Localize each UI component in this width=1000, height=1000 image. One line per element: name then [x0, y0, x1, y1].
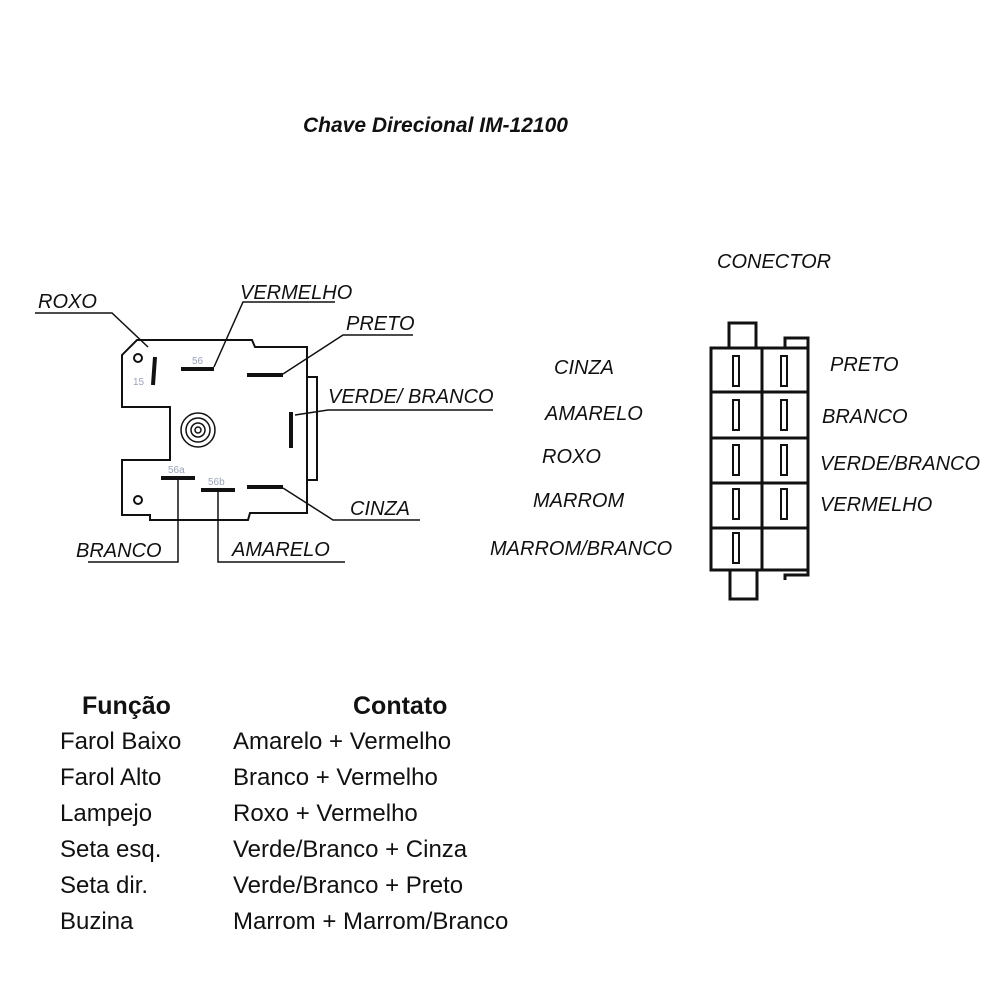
function-cell: Seta esq. — [60, 836, 162, 863]
label-roxo: ROXO — [38, 291, 97, 313]
switch-body — [121, 339, 318, 521]
label-vermelho: VERMELHO — [240, 282, 352, 304]
contact-cell: Roxo + Vermelho — [233, 800, 418, 827]
contact-cell: Marrom + Marrom/Branco — [233, 908, 509, 935]
contact-cell: Verde/Branco + Preto — [233, 872, 464, 899]
table-row: Buzina Marrom + Marrom/Branco — [60, 904, 508, 940]
function-cell: Farol Baixo — [60, 728, 182, 755]
connector-right-label: BRANCO — [822, 406, 908, 428]
connector-left-label: AMARELO — [544, 403, 643, 425]
function-table: Função Contato Farol Baixo Amarelo + Verm… — [60, 688, 508, 940]
diagram-title: Chave Direcional IM-12100 — [303, 114, 568, 137]
connector-title: CONECTOR — [717, 251, 831, 273]
contact-cell: Verde/Branco + Cinza — [233, 836, 468, 863]
connector-left-label: MARROM — [533, 490, 624, 512]
label-preto: PRETO — [346, 313, 415, 335]
connector-right-label: VERMELHO — [820, 494, 932, 516]
contact-cell: Amarelo + Vermelho — [233, 728, 452, 755]
connector-left-label: MARROM/BRANCO — [490, 538, 672, 560]
table-row: Seta esq. Verde/Branco + Cinza — [60, 832, 508, 868]
function-cell: Seta dir. — [60, 872, 149, 899]
connector-right-label: PRETO — [830, 354, 899, 376]
function-cell: Farol Alto — [60, 764, 162, 791]
table-row: Seta dir. Verde/Branco + Preto — [60, 868, 508, 904]
pin-label-56b: 56b — [208, 477, 225, 488]
table-header: Função Contato — [60, 688, 508, 724]
label-verde-branco: VERDE/ BRANCO — [328, 386, 494, 408]
label-cinza: CINZA — [350, 498, 410, 520]
connector-left-label: CINZA — [554, 357, 614, 379]
center-knob — [180, 412, 216, 448]
pin-label-56a: 56a — [168, 465, 185, 476]
pin-label-56: 56 — [192, 356, 204, 367]
connector-pins — [732, 355, 788, 564]
header-funcao: Função — [82, 691, 171, 720]
table-row: Farol Baixo Amarelo + Vermelho — [60, 724, 508, 760]
table-row: Lampejo Roxo + Vermelho — [60, 796, 508, 832]
contact-cell: Branco + Vermelho — [233, 764, 438, 791]
header-contato: Contato — [353, 691, 448, 720]
connector-right-label: VERDE/BRANCO — [820, 453, 980, 475]
function-cell: Buzina — [60, 908, 134, 935]
connector-housing — [709, 321, 810, 601]
label-amarelo: AMARELO — [231, 539, 330, 561]
leader-lines — [35, 301, 493, 563]
function-cell: Lampejo — [60, 800, 153, 827]
connector-left-label: ROXO — [542, 446, 601, 468]
pin-label-15: 15 — [133, 377, 145, 388]
label-branco: BRANCO — [76, 540, 162, 562]
table-row: Farol Alto Branco + Vermelho — [60, 760, 508, 796]
